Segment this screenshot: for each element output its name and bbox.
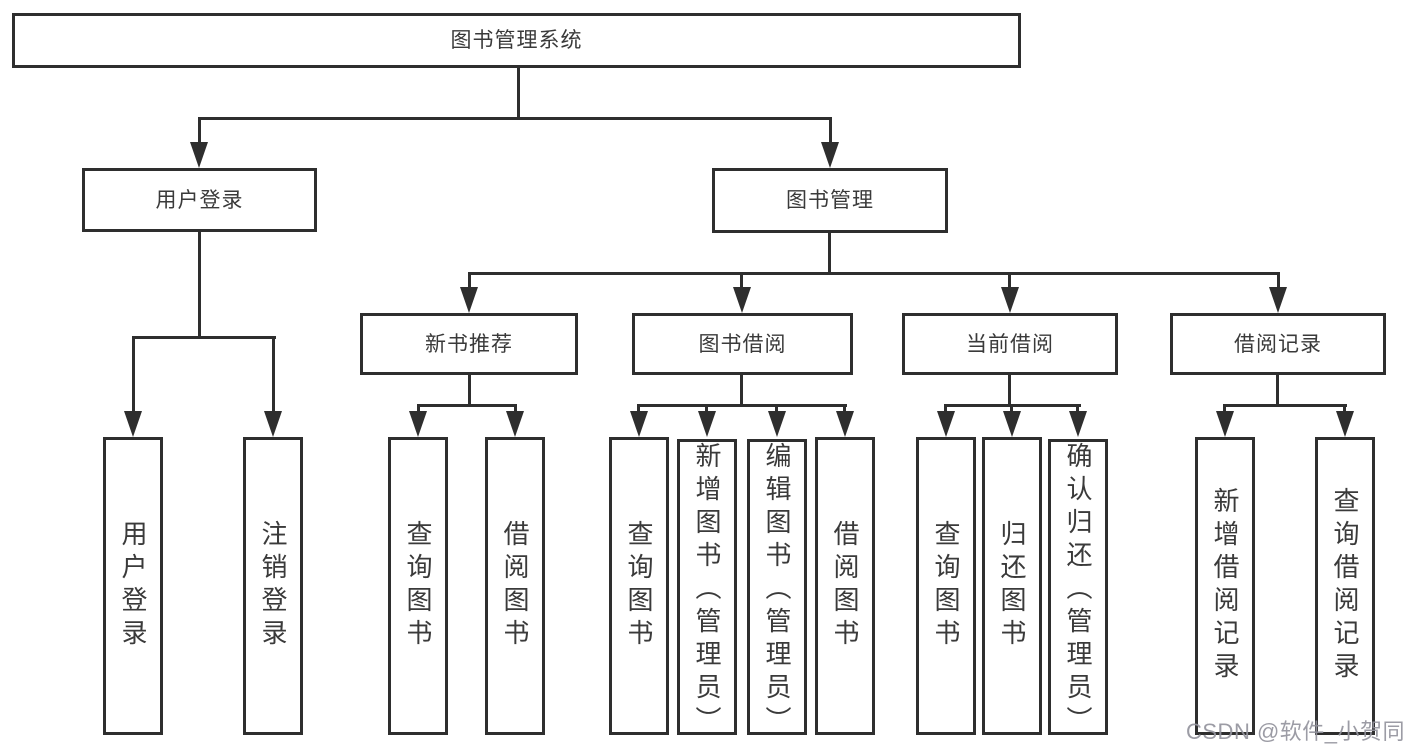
connector-line — [828, 233, 831, 275]
node-label: 借阅图书 — [830, 520, 860, 652]
connector-line — [1076, 404, 1079, 416]
connector-line — [514, 404, 517, 416]
connector-line — [517, 68, 520, 120]
node-label: 查询图书 — [931, 520, 961, 652]
node-label: 确认归还（管理员） — [1063, 442, 1093, 739]
node-library-system: 图书管理系统 — [12, 13, 1021, 68]
node-leaf-user-login: 用户登录 — [103, 437, 163, 735]
arrowhead-down-icon — [264, 411, 282, 437]
connector-line — [944, 404, 947, 416]
node-label: 查询借阅记录 — [1330, 487, 1360, 685]
arrowhead-down-icon — [768, 411, 786, 437]
node-label: 查询图书 — [403, 520, 433, 652]
connector-line — [1276, 375, 1279, 407]
connector-line — [132, 336, 276, 339]
connector-line — [468, 272, 471, 291]
connector-line — [198, 117, 832, 120]
node-label: 用户登录 — [155, 188, 244, 212]
node-leaf-confirm-return-admin: 确认归还（管理员） — [1048, 439, 1108, 739]
arrowhead-down-icon — [937, 411, 955, 437]
connector-line — [1008, 375, 1011, 407]
node-label: 新增借阅记录 — [1210, 487, 1240, 685]
connector-line — [198, 232, 201, 339]
arrowhead-down-icon — [630, 411, 648, 437]
arrowhead-down-icon — [506, 411, 524, 437]
connector-line — [829, 117, 832, 147]
connector-line — [740, 375, 743, 407]
arrowhead-down-icon — [1001, 287, 1019, 313]
connector-line — [1008, 272, 1011, 291]
arrowhead-down-icon — [698, 411, 716, 437]
arrowhead-down-icon — [733, 287, 751, 313]
node-label: 注销登录 — [258, 520, 288, 652]
arrowhead-down-icon — [124, 411, 142, 437]
node-label: 新书推荐 — [425, 332, 513, 356]
node-leaf-logout: 注销登录 — [243, 437, 303, 735]
arrowhead-down-icon — [1336, 411, 1354, 437]
arrowhead-down-icon — [460, 287, 478, 313]
connector-line — [1277, 272, 1280, 291]
connector-line — [705, 404, 708, 416]
node-leaf-query-borrow-record: 查询借阅记录 — [1315, 437, 1375, 735]
node-current-borrowing: 当前借阅 — [902, 313, 1118, 375]
node-label: 新增图书（管理员） — [692, 442, 722, 739]
connector-line — [272, 336, 275, 415]
node-label: 图书管理 — [786, 189, 874, 212]
node-leaf-add-books-admin: 新增图书（管理员） — [677, 439, 737, 739]
node-leaf-borrow-books-recommend: 借阅图书 — [485, 437, 545, 735]
connector-line — [1223, 404, 1347, 407]
node-label: 查询图书 — [624, 520, 654, 652]
node-leaf-add-borrow-record: 新增借阅记录 — [1195, 437, 1255, 735]
csdn-watermark: CSDN @软件_小贺同学 — [1186, 719, 1405, 744]
connector-line — [1010, 404, 1013, 416]
connector-line — [417, 404, 420, 416]
node-label: 图书管理系统 — [450, 29, 583, 52]
arrowhead-down-icon — [1069, 411, 1087, 437]
arrowhead-down-icon — [409, 411, 427, 437]
node-label: 当前借阅 — [966, 332, 1054, 356]
node-user-login: 用户登录 — [82, 168, 317, 232]
arrowhead-down-icon — [821, 142, 839, 168]
arrowhead-down-icon — [190, 142, 208, 168]
node-leaf-edit-books-admin: 编辑图书（管理员） — [747, 439, 807, 739]
node-leaf-borrow-books-borrowing: 借阅图书 — [815, 437, 875, 735]
node-leaf-query-books-borrowing: 查询图书 — [609, 437, 669, 735]
arrowhead-down-icon — [1269, 287, 1287, 313]
connector-line — [637, 404, 847, 407]
node-label: 编辑图书（管理员） — [762, 442, 792, 739]
node-new-book-recommend: 新书推荐 — [360, 313, 578, 375]
connector-line — [775, 404, 778, 416]
connector-line — [1343, 404, 1346, 416]
connector-line — [843, 404, 846, 416]
connector-line — [468, 272, 1280, 275]
node-book-management: 图书管理 — [712, 168, 948, 233]
connector-line — [468, 375, 471, 407]
node-label: 归还图书 — [997, 520, 1027, 652]
node-leaf-query-books-current: 查询图书 — [916, 437, 976, 735]
node-leaf-query-books-recommend: 查询图书 — [388, 437, 448, 735]
node-book-borrowing: 图书借阅 — [632, 313, 853, 375]
connector-line — [740, 272, 743, 291]
connector-line — [132, 336, 135, 415]
connector-line — [1223, 404, 1226, 416]
node-label: 借阅记录 — [1234, 332, 1322, 356]
connector-line — [198, 117, 201, 147]
arrowhead-down-icon — [1216, 411, 1234, 437]
arrowhead-down-icon — [1003, 411, 1021, 437]
connector-line — [417, 404, 517, 407]
connector-line — [637, 404, 640, 416]
node-label: 借阅图书 — [500, 520, 530, 652]
node-leaf-return-books: 归还图书 — [982, 437, 1042, 735]
arrowhead-down-icon — [836, 411, 854, 437]
node-borrowing-records: 借阅记录 — [1170, 313, 1386, 375]
node-label: 图书借阅 — [698, 332, 787, 356]
node-label: 用户登录 — [118, 520, 148, 652]
